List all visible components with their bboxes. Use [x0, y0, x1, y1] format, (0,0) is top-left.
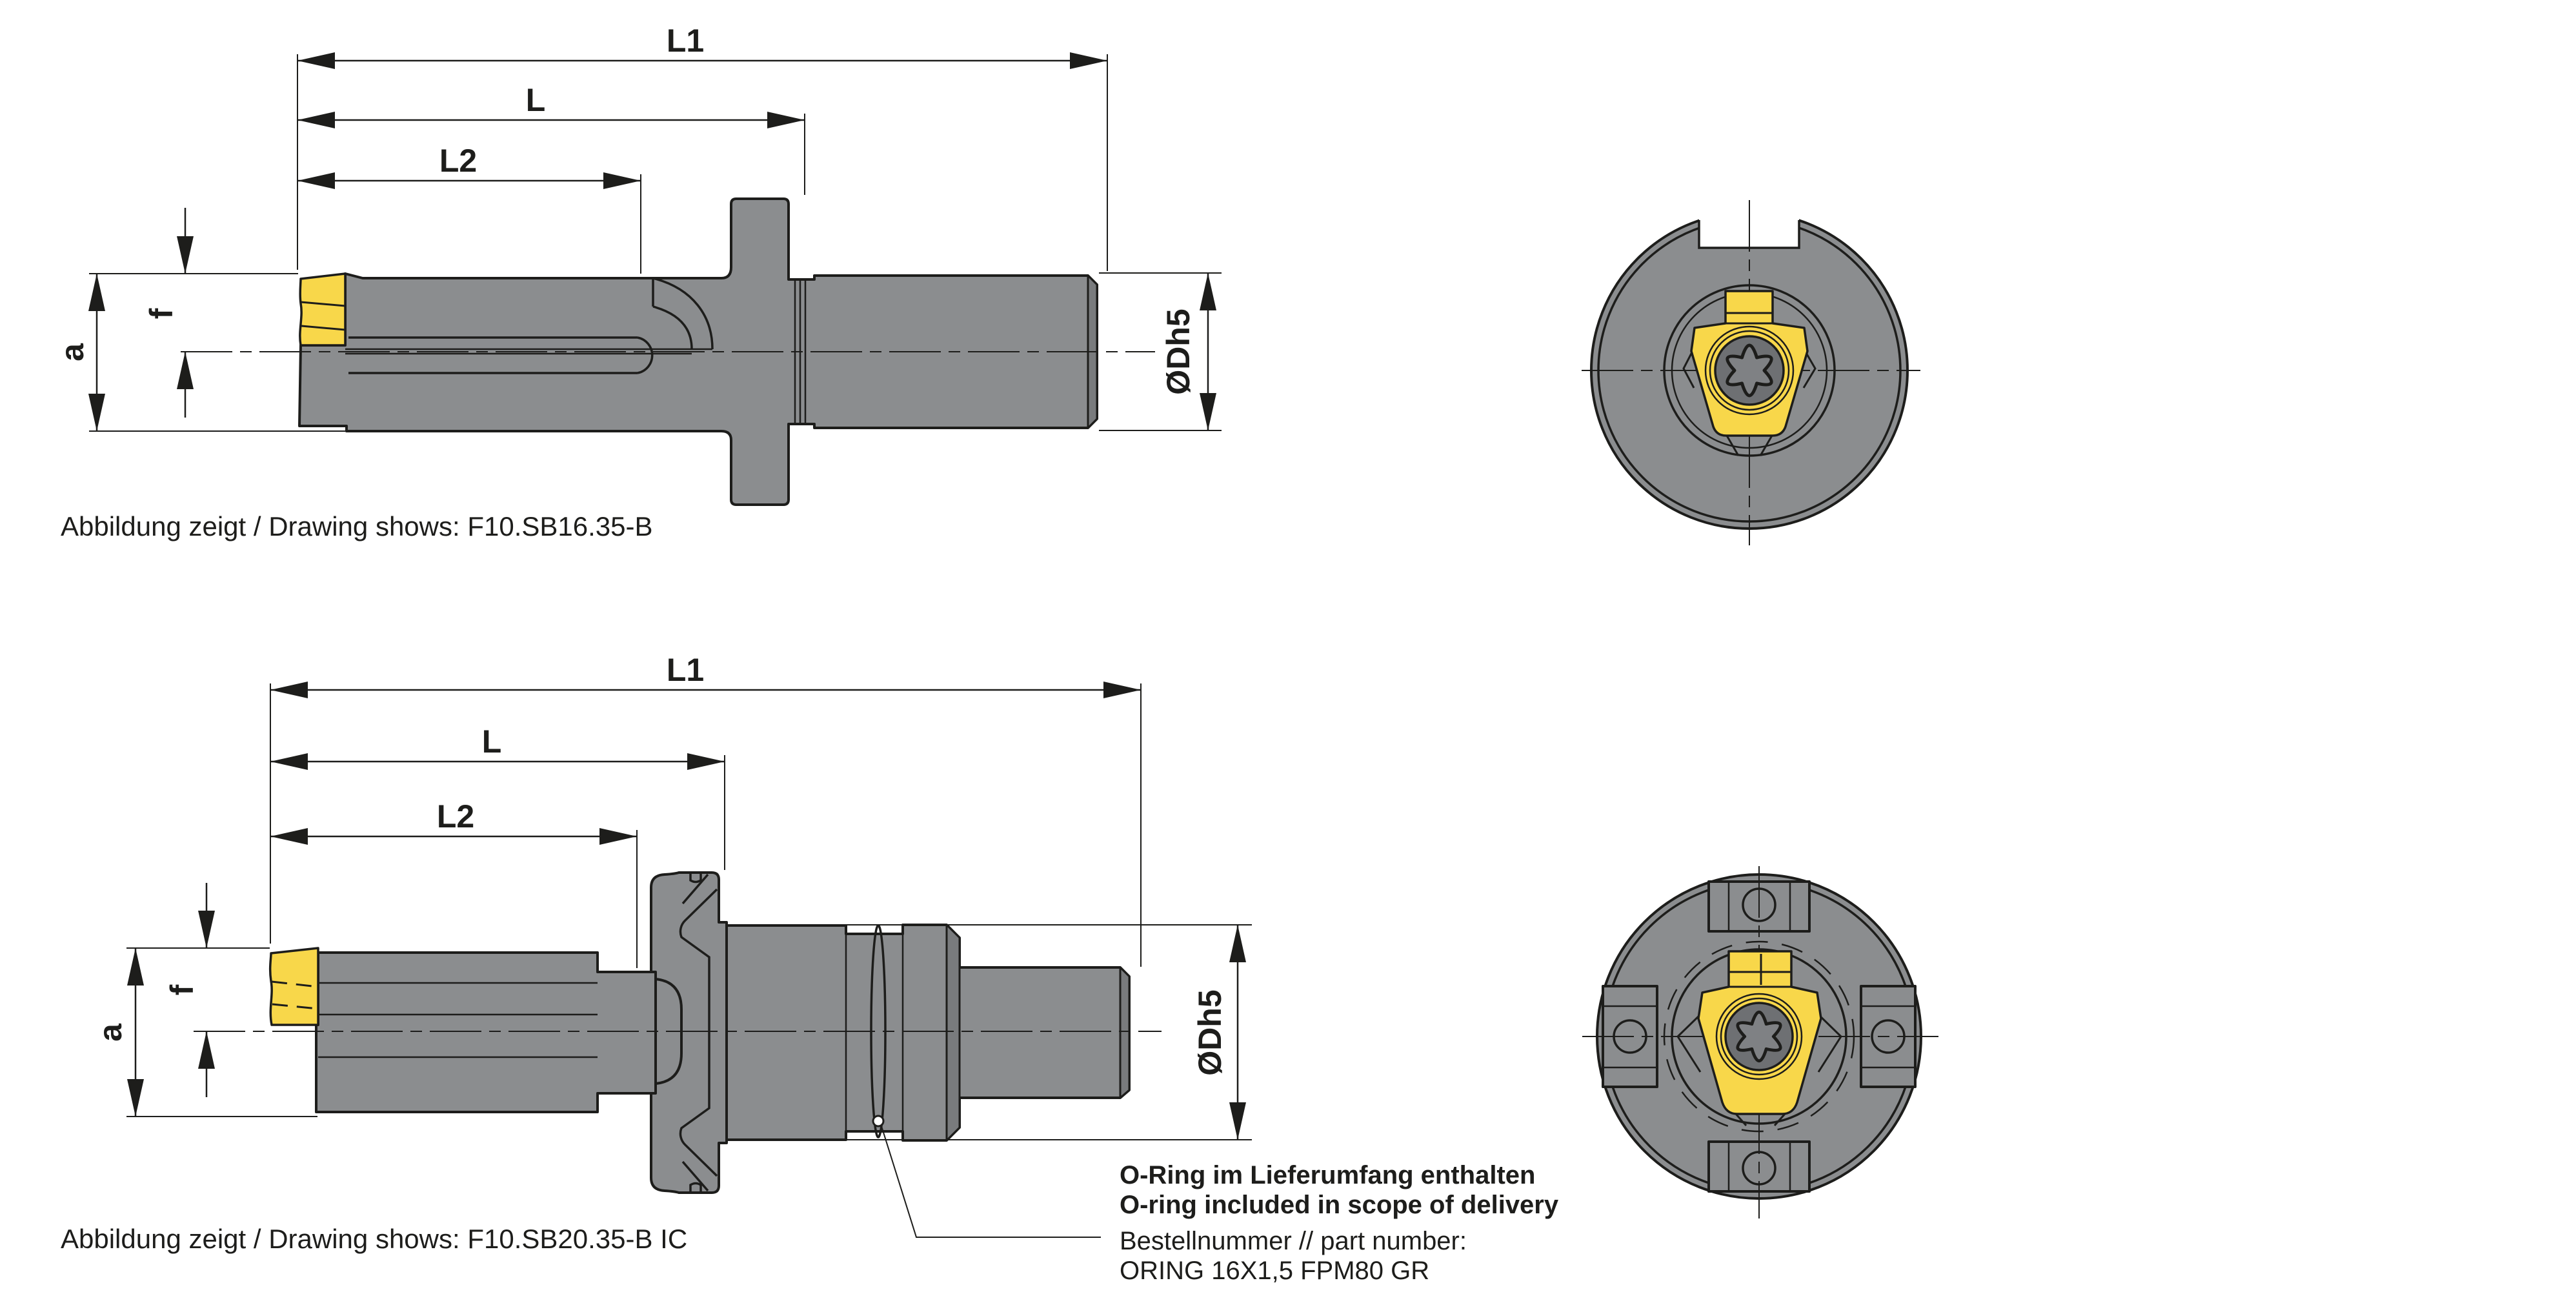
flange [650, 871, 728, 1194]
label-l2: L2 [439, 143, 477, 179]
label-dia: ØDh5 [1192, 989, 1228, 1075]
arrowhead [1229, 925, 1246, 962]
collar-chamfer [945, 924, 961, 1142]
screw-ring-outer [1704, 325, 1795, 416]
screw-ring-inner [1720, 997, 1798, 1076]
side-view-lower [194, 871, 1162, 1238]
arrowhead [270, 753, 308, 770]
arrowhead [198, 911, 215, 948]
flange-cone-lines [679, 873, 718, 1192]
bore-circle [1663, 284, 1836, 457]
torx-star-icon [1736, 1010, 1782, 1063]
label-a: a [92, 1023, 128, 1042]
shank-assembly [725, 924, 1131, 1142]
arrowhead [270, 828, 308, 845]
arrowhead [177, 236, 194, 274]
arrowhead [127, 948, 144, 986]
arrowhead [767, 112, 805, 128]
label-f: f [164, 984, 200, 995]
o-ring-note-en: O-ring included in scope of delivery [1120, 1191, 1559, 1219]
screw-ring-outer [1715, 993, 1803, 1080]
label-l2: L2 [437, 798, 474, 834]
insert-front-lines [1726, 312, 1773, 456]
label-l: L [526, 82, 546, 118]
leader-line [881, 1126, 1101, 1238]
arrowhead [599, 828, 637, 845]
extension-lines [126, 683, 1252, 1140]
arrowhead [1200, 393, 1216, 430]
arrowhead [177, 352, 194, 389]
pocket-notches [1682, 348, 1816, 389]
label-a: a [54, 343, 90, 361]
arrowhead [198, 1031, 215, 1069]
leader-balloon [872, 1115, 885, 1127]
arrowhead [297, 52, 335, 69]
clamp-slot-curves [652, 277, 714, 350]
arrowhead [270, 682, 308, 698]
o-ring-part-number-label: Bestellnummer // part number: [1120, 1227, 1467, 1255]
arrowhead [88, 394, 105, 431]
arrowhead [297, 172, 335, 189]
arrowhead [1200, 273, 1216, 310]
dimensions-upper: L1 L L2 a f ØDh5 [54, 23, 1222, 432]
side-view-upper [181, 197, 1155, 506]
label-dia: ØDh5 [1160, 308, 1196, 394]
label-f: f [143, 308, 179, 319]
flange-bottom-notch [689, 1182, 702, 1193]
pocket-notches [1676, 1013, 1842, 1073]
hidden-circle [1663, 940, 1855, 1133]
caption-lower-drawing: Abbildung zeigt / Drawing shows: F10.SB2… [61, 1224, 688, 1254]
arrowhead [1229, 1102, 1246, 1140]
o-ring-part-number: ORING 16X1,5 FPM80 GR [1120, 1257, 1430, 1285]
torx-star-icon [1726, 343, 1773, 398]
screw-ring-inner [1709, 330, 1790, 411]
o-ring-note-de: O-Ring im Lieferumfang enthalten [1120, 1161, 1536, 1189]
label-l: L [482, 723, 502, 760]
dimensions-lower: L1 L L2 a f ØDh5 [92, 652, 1252, 1140]
arrowhead [88, 274, 105, 311]
note-spacer [1120, 1220, 1558, 1226]
pilot-body [315, 951, 657, 1113]
front-view-lower [1582, 866, 1938, 1218]
arrowhead [297, 112, 335, 128]
label-l1: L1 [667, 652, 704, 688]
flange-top-notch [689, 872, 702, 884]
insert-facet-lines [300, 301, 346, 331]
insert-facet-lines [271, 980, 319, 1010]
extension-lines [89, 54, 1222, 432]
shank-end-chamfer [1119, 966, 1131, 1099]
front-view-upper [1582, 194, 1920, 545]
caption-upper-drawing: Abbildung zeigt / Drawing shows: F10.SB1… [61, 511, 653, 541]
arrowhead [1103, 682, 1141, 698]
flex-slot [348, 336, 654, 374]
bore-circle [1671, 948, 1847, 1125]
cutting-insert [299, 272, 347, 347]
insert-front-lines [1729, 954, 1791, 1126]
arrowhead [127, 1079, 144, 1117]
arrowhead [1070, 52, 1107, 69]
arrowhead [687, 753, 725, 770]
label-l1: L1 [667, 23, 704, 59]
arrowhead [603, 172, 641, 189]
pilot-step-lines [318, 982, 598, 1058]
o-ring-note: O-Ring im Lieferumfang enthalten O-ring … [1120, 1160, 1558, 1286]
